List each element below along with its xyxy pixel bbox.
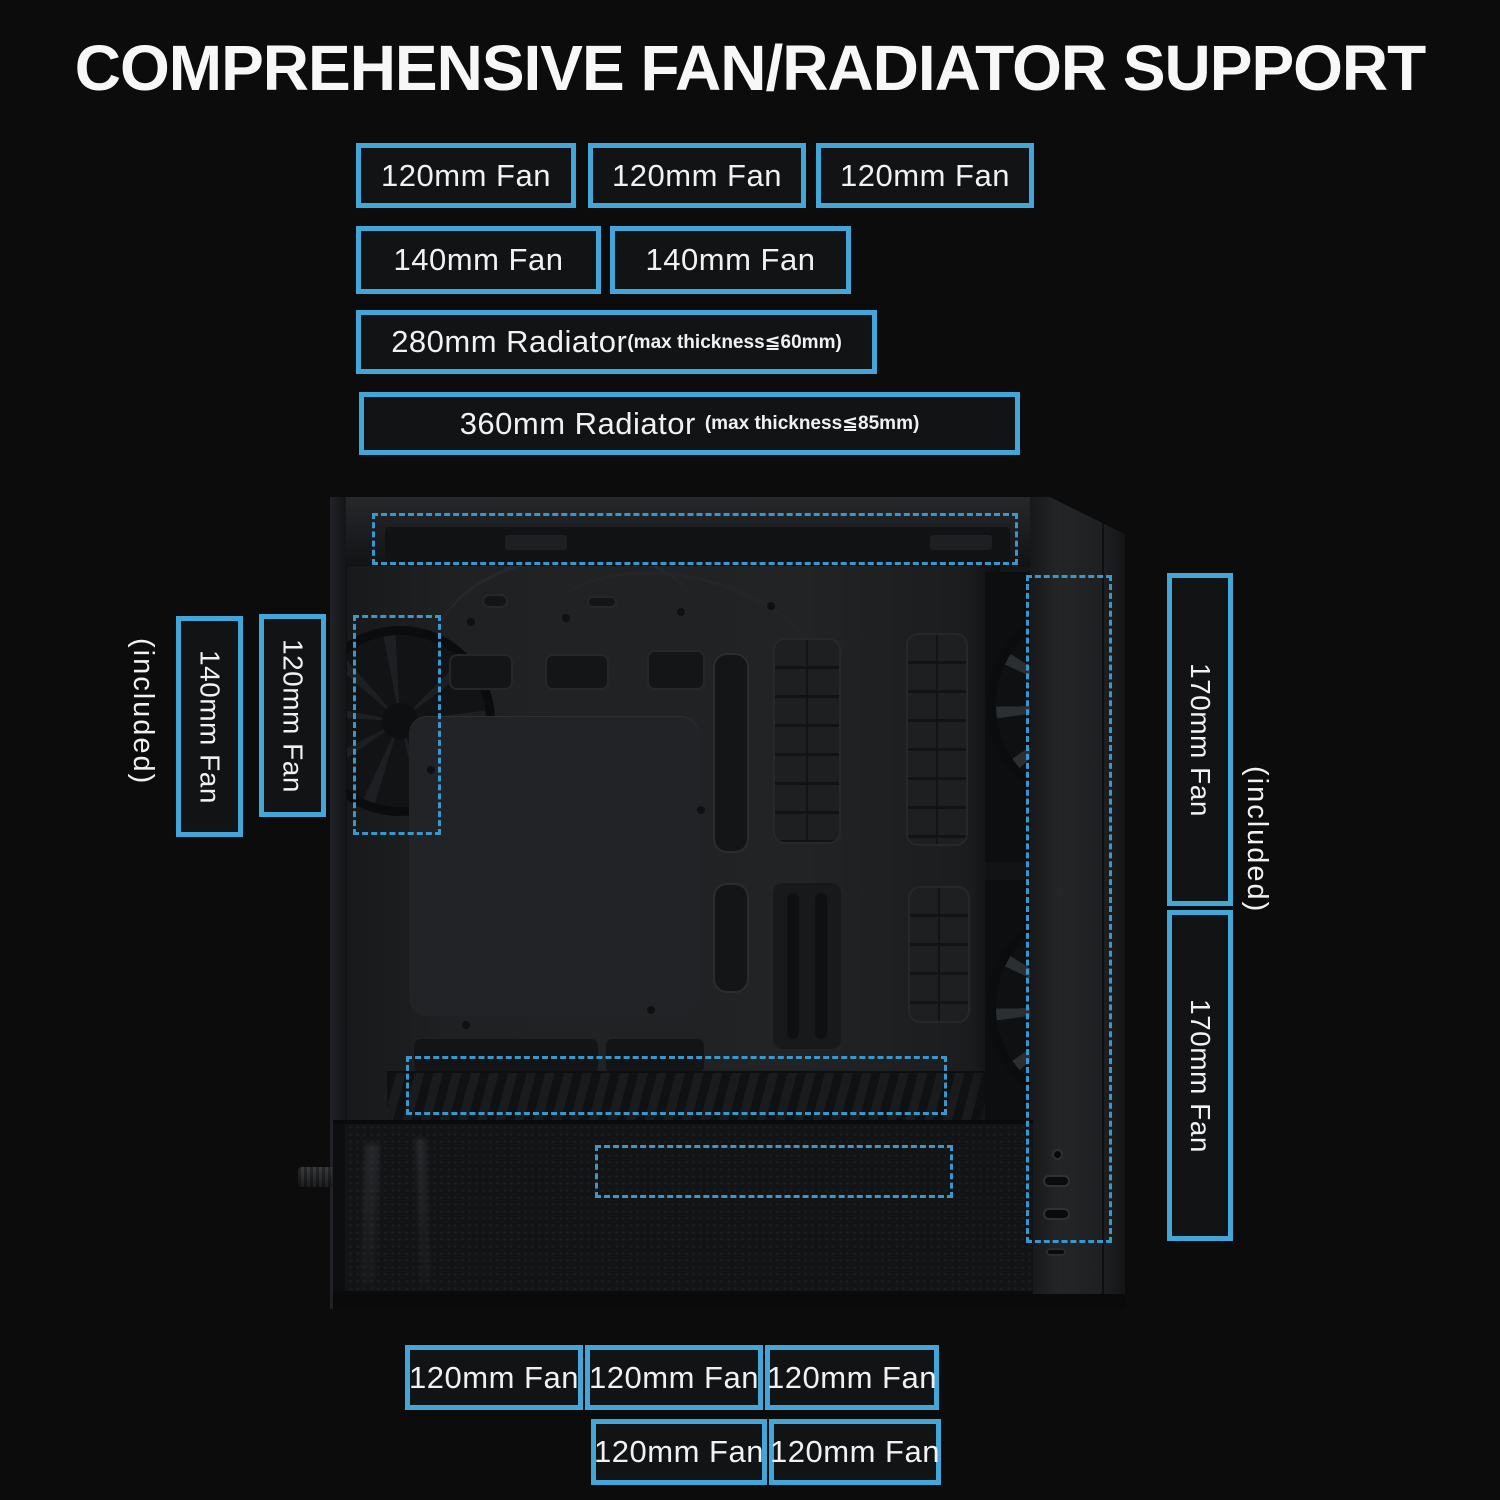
tie-point <box>482 594 508 608</box>
front-panel-seam <box>1102 497 1104 1309</box>
mesh-hinge-edge <box>333 1124 345 1291</box>
tie-point <box>587 596 617 608</box>
top-fan-label-2: 120mm Fan <box>588 143 806 208</box>
cable-grommet <box>647 650 705 690</box>
cable-grommet <box>449 654 513 690</box>
rear-fan-zone <box>353 615 441 835</box>
front-fan-bay <box>985 572 1030 1122</box>
top-fan-label-3: 120mm Fan <box>816 143 1034 208</box>
gpu-support-bracket <box>773 883 841 1049</box>
radiator-280-note: (max thickness≦60mm) <box>627 331 842 353</box>
case-base <box>333 1294 1125 1309</box>
left-fan-120-label: 120mm Fan <box>259 614 326 817</box>
thumb-screw-knob <box>298 1167 332 1187</box>
right-included-note: (included) <box>1241 766 1273 914</box>
bracket-latch <box>505 535 567 550</box>
cable-grommet-strip <box>713 653 749 853</box>
case-rear-wall <box>330 497 346 1309</box>
bottom-mesh-panel <box>333 1120 1033 1294</box>
usb-c-port <box>1046 1248 1066 1256</box>
audio-jack <box>1052 1149 1063 1160</box>
motherboard-tray-panel <box>409 716 699 1016</box>
vent-panel <box>908 886 970 1023</box>
radiator-360-label: 360mm Radiator (max thickness≦85mm) <box>359 392 1020 455</box>
radiator-280-label: 280mm Radiator(max thickness≦60mm) <box>356 310 877 374</box>
vent-panel <box>906 633 968 846</box>
cable-grommet-strip <box>713 883 749 993</box>
bottom-fan-label-1: 120mm Fan <box>405 1345 583 1410</box>
cable-grommet <box>545 654 609 690</box>
top-fan-zone <box>372 513 1018 565</box>
front-fan-zone <box>1026 575 1112 1243</box>
bottom-fan-label-5: 120mm Fan <box>769 1419 941 1485</box>
radiator-280-main: 280mm Radiator <box>391 324 628 359</box>
right-fan-170-top-label: 170mm Fan <box>1167 573 1233 906</box>
bottom-fan-label-2: 120mm Fan <box>585 1345 763 1410</box>
top-radiator-bracket <box>385 527 1010 561</box>
bottom-fan-label-3: 120mm Fan <box>765 1345 939 1410</box>
usb-port <box>1043 1208 1070 1220</box>
usb-port <box>1043 1175 1070 1187</box>
mesh-reflection <box>415 1138 431 1285</box>
psu-shroud-fan-zone <box>595 1145 953 1198</box>
vent-panel <box>773 638 841 844</box>
top-fan-label-4: 140mm Fan <box>356 226 601 294</box>
case-interior <box>346 565 1000 1122</box>
right-fan-170-bottom-label: 170mm Fan <box>1167 910 1233 1241</box>
top-fan-label-5: 140mm Fan <box>610 226 851 294</box>
bottom-fan-label-4: 120mm Fan <box>591 1419 767 1485</box>
left-included-note: (included) <box>127 638 159 786</box>
front-intake-fan-top <box>987 600 1030 810</box>
front-intake-fan-bottom <box>987 902 1030 1112</box>
bottom-fan-zone <box>406 1056 947 1115</box>
top-fan-label-1: 120mm Fan <box>356 143 576 208</box>
radiator-360-note: (max thickness≦85mm) <box>704 413 920 434</box>
mesh-reflection <box>360 1143 380 1285</box>
pc-case-illustration <box>330 497 1125 1309</box>
fan-bay-divider <box>985 862 1030 880</box>
left-fan-140-label: 140mm Fan <box>176 616 243 837</box>
page-title: COMPREHENSIVE FAN/RADIATOR SUPPORT <box>74 32 1426 104</box>
radiator-360-main: 360mm Radiator <box>459 405 696 441</box>
bracket-latch <box>930 535 992 550</box>
bracket-slot <box>787 893 799 1039</box>
bracket-slot <box>815 893 827 1039</box>
